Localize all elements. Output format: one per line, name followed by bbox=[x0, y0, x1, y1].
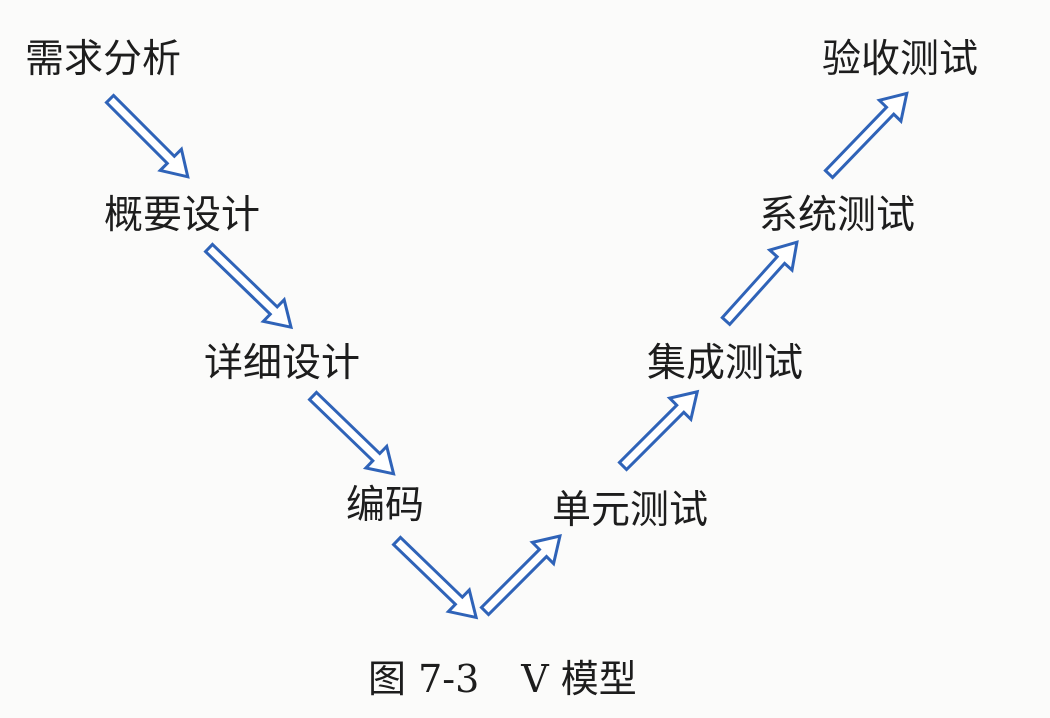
figure-caption: 图 7-3 V 模型 bbox=[368, 660, 637, 698]
arrow-integration-testing-to-system-testing bbox=[720, 240, 799, 327]
arrow-high-level-design-to-detailed-design bbox=[203, 242, 294, 330]
node-unit-testing: 单元测试 bbox=[552, 488, 709, 533]
arrow-detailed-design-to-coding bbox=[307, 390, 396, 476]
arrow-system-testing-to-acceptance-testing bbox=[823, 91, 909, 180]
node-detailed-design: 详细设计 bbox=[204, 341, 361, 386]
node-system-testing: 系统测试 bbox=[759, 193, 916, 238]
node-integration-testing: 集成测试 bbox=[647, 341, 804, 386]
arrow-requirements-to-high-level-design bbox=[104, 93, 190, 179]
node-coding: 编码 bbox=[346, 483, 425, 528]
node-acceptance-testing: 验收测试 bbox=[822, 37, 979, 82]
figure-title: V 模型 bbox=[521, 657, 637, 701]
node-high-level-design: 概要设计 bbox=[104, 193, 261, 238]
figure-number: 图 7-3 bbox=[368, 657, 480, 701]
arrow-coding-to-v-bottom bbox=[391, 535, 479, 620]
node-requirements-analysis: 需求分析 bbox=[25, 37, 182, 82]
arrow-unit-testing-to-integration-testing bbox=[617, 389, 700, 472]
arrow-v-bottom-to-unit-testing bbox=[479, 534, 562, 617]
